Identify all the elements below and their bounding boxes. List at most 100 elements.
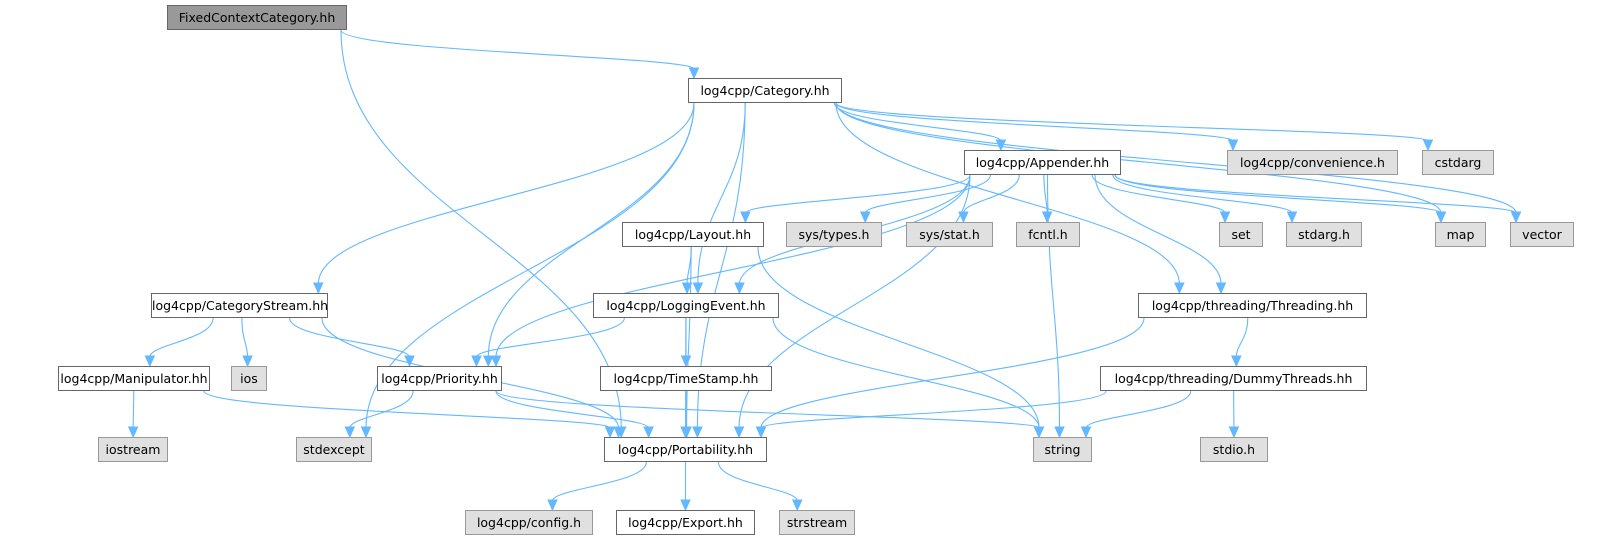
edge-layout-to-port (686, 246, 692, 429)
node-layout[interactable]: log4cpp/Layout.hh (622, 222, 764, 247)
edge-dummy-to-string (1085, 390, 1192, 429)
edge-app-to-fcntl (1043, 174, 1048, 214)
edge-arrowhead (1228, 426, 1240, 439)
node-loggingevent[interactable]: log4cpp/LoggingEvent.hh (593, 293, 779, 318)
edge-port-to-config (551, 461, 647, 502)
edge-arrowhead (313, 282, 324, 295)
edge-arrowhead (1215, 282, 1227, 295)
edge-app-to-map (1114, 174, 1442, 214)
edge-catstream-to-ios (241, 317, 249, 358)
node-sys-types[interactable]: sys/types.h (786, 222, 882, 247)
node-dummythreads[interactable]: log4cpp/threading/DummyThreads.hh (1100, 366, 1367, 391)
node-categorystream[interactable]: log4cpp/CategoryStream.hh (151, 293, 328, 318)
edge-arrowhead (1054, 426, 1065, 439)
node-iostream[interactable]: iostream (98, 437, 168, 462)
edge-arrowhead (604, 426, 616, 439)
node-strstream[interactable]: strstream (779, 510, 855, 535)
node-ios[interactable]: ios (231, 366, 267, 391)
edge-arrowhead (692, 426, 703, 439)
node-stdio-h[interactable]: stdio.h (1200, 437, 1268, 462)
edge-arrowhead (1286, 211, 1298, 224)
edge-logev-to-string (772, 317, 1040, 429)
edge-arrowhead (680, 499, 691, 512)
edge-app-to-stdargh (1112, 174, 1293, 214)
edge-arrowhead (643, 426, 654, 439)
edge-arrowhead (995, 139, 1007, 152)
node-timestamp[interactable]: log4cpp/TimeStamp.hh (600, 366, 772, 391)
edge-arrowhead (958, 211, 969, 224)
edge-arrowhead (404, 355, 415, 368)
edge-cat-to-app (833, 102, 1002, 142)
node-export[interactable]: log4cpp/Export.hh (616, 510, 755, 535)
edge-arrowhead (1080, 426, 1092, 439)
edge-layout-to-string (757, 246, 1040, 429)
edge-cat-to-catstream (317, 102, 695, 285)
edge-catstream-to-manip (149, 317, 214, 358)
node-set[interactable]: set (1219, 222, 1263, 247)
edge-fcc-to-cat (340, 29, 695, 70)
edge-logev-to-prio (475, 317, 625, 358)
edge-cat-to-vector (835, 102, 1517, 214)
node-portability[interactable]: log4cpp/Portability.hh (604, 437, 767, 462)
edge-arrowhead (1231, 355, 1242, 368)
edge-arrowhead (1219, 211, 1231, 224)
edge-arrowhead (755, 426, 767, 439)
edge-app-to-vector (1114, 174, 1517, 214)
edge-arrowhead (490, 355, 502, 368)
node-string[interactable]: string (1033, 437, 1092, 462)
edge-manip-to-port (203, 390, 611, 429)
edge-arrowhead (733, 426, 745, 439)
edge-arrowhead (360, 426, 372, 439)
node-stdarg-h[interactable]: stdarg.h (1286, 222, 1362, 247)
edge-arrowhead (680, 426, 691, 439)
node-fcntl[interactable]: fcntl.h (1016, 222, 1080, 247)
edge-dummy-to-port (760, 390, 1107, 429)
node-convenience[interactable]: log4cpp/convenience.h (1227, 150, 1398, 175)
node-cstdarg[interactable]: cstdarg (1422, 150, 1494, 175)
edge-app-to-prio (495, 174, 971, 358)
node-appender[interactable]: log4cpp/Appender.hh (964, 150, 1121, 175)
edge-cat-to-cstdarg (835, 102, 1429, 142)
edge-prio-to-stdexcept (349, 390, 414, 429)
node-sys-stat[interactable]: sys/stat.h (906, 222, 993, 247)
edge-arrowhead (1435, 211, 1447, 224)
node-manipulator[interactable]: log4cpp/Manipulator.hh (58, 366, 210, 391)
edge-app-to-string (1046, 174, 1061, 429)
edge-arrowhead (471, 355, 482, 368)
node-threading[interactable]: log4cpp/threading/Threading.hh (1138, 293, 1367, 318)
edge-prio-to-port (495, 390, 650, 429)
edge-arrowhead (692, 282, 704, 295)
edge-arrowhead (681, 282, 693, 295)
edge-manip-to-iostream (132, 390, 135, 429)
node-stdexcept[interactable]: stdexcept (296, 437, 372, 462)
edge-app-to-set (1091, 174, 1226, 214)
edge-app-to-systypes (864, 174, 991, 214)
edge-fcc-to-port (340, 29, 622, 429)
edge-arrowhead (483, 355, 494, 368)
node-map[interactable]: map (1435, 222, 1486, 247)
edge-arrowhead (740, 211, 751, 224)
node-category[interactable]: log4cpp/Category.hh (688, 78, 842, 103)
edge-arrowhead (1174, 282, 1185, 295)
edge-cat-to-map (835, 102, 1442, 214)
edge-cat-to-conv (835, 102, 1234, 142)
edge-arrowhead (1227, 139, 1239, 152)
edge-cat-to-logev (697, 102, 746, 285)
edge-arrowhead (792, 499, 803, 512)
edge-arrowhead (1422, 139, 1434, 152)
edge-arrowhead (688, 67, 700, 80)
edge-arrowhead (242, 355, 253, 368)
node-vector[interactable]: vector (1510, 222, 1574, 247)
edge-prio-to-string (495, 390, 1040, 429)
edge-app-to-threading (1094, 174, 1222, 285)
edge-arrowhead (1033, 426, 1045, 439)
edge-arrowhead (860, 211, 871, 224)
node-fixedcontextcategory[interactable]: FixedContextCategory.hh (167, 5, 347, 30)
edge-arrowhead (344, 426, 356, 439)
node-config-h[interactable]: log4cpp/config.h (465, 510, 593, 535)
edge-threading-to-port (760, 317, 1145, 429)
node-priority[interactable]: log4cpp/Priority.hh (377, 366, 502, 391)
edge-arrowhead (734, 282, 745, 295)
